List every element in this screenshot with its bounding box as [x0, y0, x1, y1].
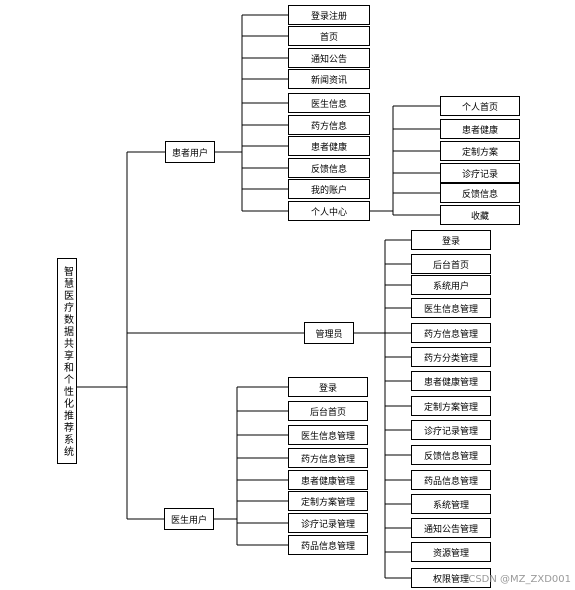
patient-item-login-register: 登录注册: [288, 5, 370, 25]
admin-item-drug-info-mgmt: 药品信息管理: [411, 470, 491, 490]
doctor-item-dashboard: 后台首页: [288, 401, 368, 421]
admin-item-treatment-records-mgmt: 诊疗记录管理: [411, 420, 491, 440]
personal-item-custom-plan: 定制方案: [440, 141, 520, 161]
admin-item-notice-mgmt: 通知公告管理: [411, 518, 491, 538]
patient-item-notices: 通知公告: [288, 48, 370, 68]
doctor-item-prescription-info-mgmt: 药方信息管理: [288, 448, 368, 468]
admin-item-feedback-mgmt: 反馈信息管理: [411, 445, 491, 465]
doctor-item-treatment-records-mgmt: 诊疗记录管理: [288, 513, 368, 533]
doctor-item-drug-info-mgmt: 药品信息管理: [288, 535, 368, 555]
root-node: 智慧医疗数据共享和个性化推荐系统: [57, 258, 77, 464]
personal-item-patient-health: 患者健康: [440, 119, 520, 139]
admin-item-doctor-info-mgmt: 医生信息管理: [411, 298, 491, 318]
admin-item-system-mgmt: 系统管理: [411, 494, 491, 514]
patient-item-my-account: 我的账户: [288, 179, 370, 199]
patient-item-home: 首页: [288, 26, 370, 46]
admin-item-custom-plan-mgmt: 定制方案管理: [411, 396, 491, 416]
doctor-item-patient-health-mgmt: 患者健康管理: [288, 470, 368, 490]
admin-item-login: 登录: [411, 230, 491, 250]
admin-item-permission-mgmt: 权限管理: [411, 568, 491, 588]
personal-item-treatment-records: 诊疗记录: [440, 163, 520, 183]
doctor-item-custom-plan-mgmt: 定制方案管理: [288, 491, 368, 511]
admin-node: 管理员: [304, 322, 354, 344]
patient-item-news: 新闻资讯: [288, 69, 370, 89]
admin-item-resource-mgmt: 资源管理: [411, 542, 491, 562]
patient-user-node: 患者用户: [165, 141, 215, 163]
admin-item-patient-health-mgmt: 患者健康管理: [411, 371, 491, 391]
patient-item-doctor-info: 医生信息: [288, 93, 370, 113]
admin-item-prescription-category-mgmt: 药方分类管理: [411, 347, 491, 367]
admin-item-system-users: 系统用户: [411, 275, 491, 295]
patient-item-feedback: 反馈信息: [288, 158, 370, 178]
doctor-item-doctor-info-mgmt: 医生信息管理: [288, 425, 368, 445]
doctor-user-node: 医生用户: [164, 508, 214, 530]
patient-item-patient-health: 患者健康: [288, 136, 370, 156]
personal-item-favorites: 收藏: [440, 205, 520, 225]
patient-item-personal-center: 个人中心: [288, 201, 370, 221]
admin-item-prescription-info-mgmt: 药方信息管理: [411, 323, 491, 343]
personal-item-home: 个人首页: [440, 96, 520, 116]
personal-item-feedback: 反馈信息: [440, 183, 520, 203]
patient-item-prescription-info: 药方信息: [288, 115, 370, 135]
doctor-item-login: 登录: [288, 377, 368, 397]
admin-item-dashboard: 后台首页: [411, 254, 491, 274]
watermark: CSDN @MZ_ZXD001: [468, 574, 571, 585]
